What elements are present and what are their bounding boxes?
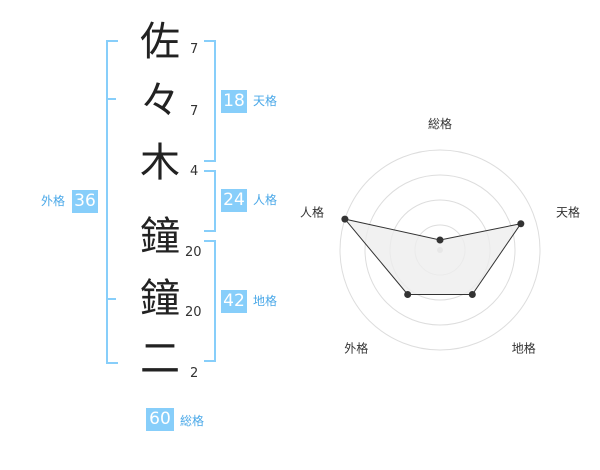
name-char-6: 二 <box>140 336 180 382</box>
stroke-count-1: 7 <box>190 42 199 57</box>
tenkaku-badge: 18 <box>221 90 247 113</box>
radar-axis-label-5: 人格 <box>300 204 324 219</box>
name-char-3: 木 <box>140 140 180 186</box>
radar-series-area <box>343 218 522 295</box>
chikaku-bracket <box>204 240 216 362</box>
stroke-count-4: 20 <box>185 245 202 260</box>
radar-point-2 <box>517 220 525 228</box>
jinkaku-bracket <box>204 170 216 232</box>
soukaku-badge: 60 <box>146 408 174 431</box>
jinkaku-badge: 24 <box>221 189 247 212</box>
radar-point-1 <box>436 236 444 244</box>
chikaku-badge: 42 <box>221 290 247 313</box>
radar-point-4 <box>404 290 412 298</box>
stroke-count-3: 4 <box>190 164 199 179</box>
jinkaku-label: 人格 <box>253 193 278 207</box>
radar-axis-label-4: 外格 <box>344 341 368 356</box>
gaikaku-bracket <box>106 40 118 364</box>
name-char-1: 佐 <box>140 19 180 65</box>
radar-ring-4 <box>339 149 541 351</box>
gaikaku-badge: 36 <box>72 190 98 213</box>
radar-point-5 <box>341 215 349 223</box>
chikaku-label: 地格 <box>253 294 278 308</box>
gaikaku-bracket-tick-2 <box>106 298 116 300</box>
soukaku-label: 総格 <box>180 414 205 428</box>
name-char-5: 鐘 <box>140 276 180 322</box>
name-char-2: 々 <box>140 78 180 124</box>
radar-axis-label-3: 地格 <box>512 341 536 356</box>
gaikaku-label: 外格 <box>41 194 66 208</box>
tenkaku-label: 天格 <box>253 94 278 108</box>
radar-axis-label-2: 天格 <box>556 204 580 219</box>
radar-axis-label-1: 総格 <box>428 116 452 131</box>
stroke-count-6: 2 <box>190 366 199 381</box>
stroke-count-2: 7 <box>190 104 199 119</box>
radar-ring-3 <box>364 174 516 326</box>
radar-point-3 <box>468 290 476 298</box>
name-char-4: 鐘 <box>140 214 180 260</box>
tenkaku-bracket <box>204 40 216 162</box>
stroke-count-5: 20 <box>185 305 202 320</box>
gaikaku-bracket-tick-1 <box>106 98 116 100</box>
